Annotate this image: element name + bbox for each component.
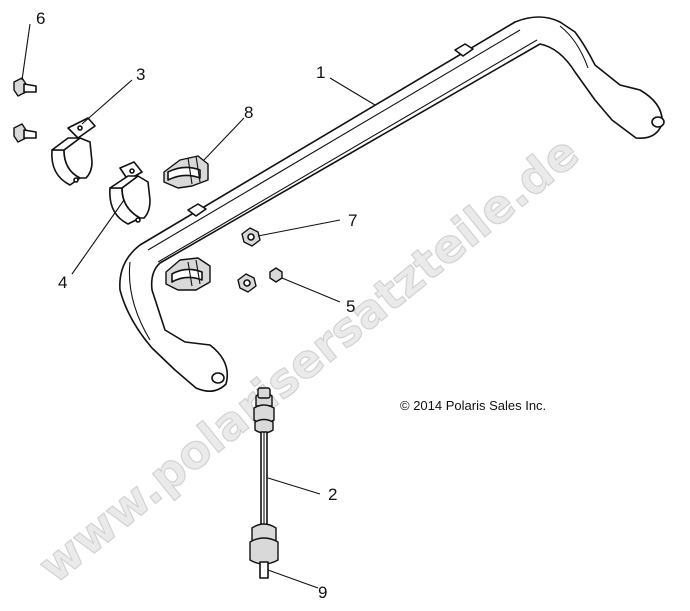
callout-2: 2 [328,485,337,504]
nut-lower [237,273,257,293]
leader-9 [267,569,319,589]
clamp-3 [51,117,96,186]
callout-8: 8 [244,103,253,122]
bushing-upper [163,155,209,189]
grease-fitting [269,267,283,283]
leader-5 [281,277,341,303]
leader-6 [21,23,31,81]
leader-7 [257,219,341,237]
leader-lines [21,23,376,589]
callout-5: 5 [346,297,355,316]
leader-1 [329,77,376,106]
copyright-text: © 2014 Polaris Sales Inc. [400,398,546,413]
end-link [249,387,279,579]
callout-3: 3 [136,65,145,84]
bolt-lower [13,123,37,143]
stabilizer-bar [119,16,665,392]
leader-3 [81,79,133,125]
bushing-lower [165,257,211,291]
callout-1: 1 [316,63,325,82]
callout-7: 7 [348,211,357,230]
nut-upper [241,227,261,247]
leader-8 [203,117,245,161]
callout-9: 9 [318,583,327,602]
bolt-upper [13,77,37,97]
callout-4: 4 [58,273,67,292]
callout-6: 6 [36,9,45,28]
leader-4 [71,199,125,275]
clamp-4 [109,161,151,225]
leader-2 [267,477,321,495]
